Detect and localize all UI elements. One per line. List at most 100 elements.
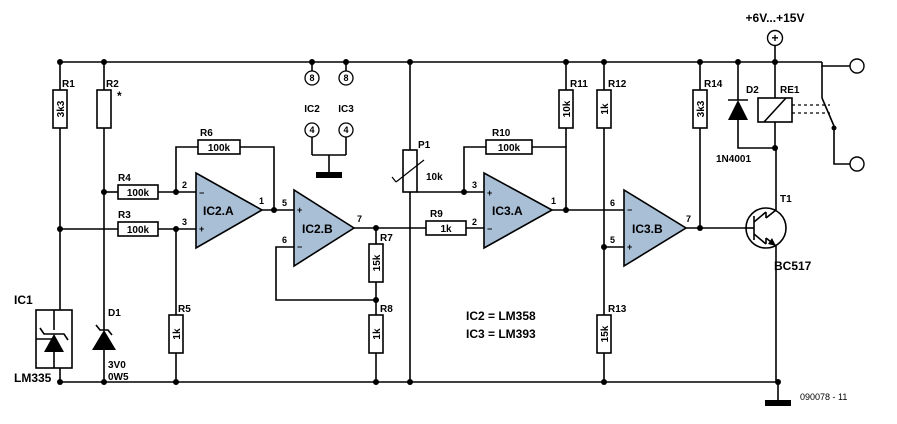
r5-label: R5	[178, 304, 191, 315]
ic2a-pin-noninv: 3	[182, 217, 187, 227]
ic2-gnd-pin: 4	[309, 125, 314, 135]
r6-feedback: 100k R6	[175, 128, 275, 210]
r2-branch: R2 *	[96, 62, 122, 382]
r3-value: 100k	[127, 225, 150, 236]
r12-value: 1k	[600, 103, 611, 115]
r7-value: 15k	[372, 254, 383, 271]
r11-label: R11	[570, 79, 588, 90]
ic1-part: LM335	[14, 371, 52, 385]
note-ic2: IC2 = LM358	[466, 309, 536, 323]
d2-part: 1N4001	[716, 154, 751, 165]
ic2b-pin-noninv: 5	[282, 198, 287, 208]
d2-diode: D2 1N4001	[716, 62, 775, 165]
ic3a-pin-out: 1	[551, 196, 556, 206]
ic3a-pin-inv: 2	[472, 217, 477, 227]
ic3-power-label: IC3	[338, 104, 354, 115]
r10-value: 100k	[498, 143, 521, 154]
ic3b-opamp: IC3.B − + 6 5 7	[610, 188, 744, 268]
ic3b-pin-inv: 6	[610, 198, 615, 208]
r2-label: R2	[106, 79, 119, 90]
ic3a-opamp: IC3.A + − 3 2 1	[460, 171, 624, 250]
r11-pullup: 10k R11	[558, 62, 588, 147]
r14-label: R14	[704, 79, 723, 90]
r6-value: 100k	[208, 143, 231, 154]
r10-label: R10	[492, 128, 511, 139]
ic3a-label: IC3.A	[492, 204, 523, 218]
r14-pullup: 3k3 R14	[692, 62, 723, 228]
r8-label: R8	[380, 304, 393, 315]
supply-terminal: + +6V...+15V	[746, 11, 805, 62]
d2-label: D2	[746, 85, 759, 96]
ic2a-plus: +	[199, 224, 204, 234]
ic3b-pin-out: 7	[686, 214, 691, 224]
ic3a-plus: +	[487, 188, 492, 198]
ground-symbol-ic	[316, 172, 342, 178]
r3-branch: 100k R3	[60, 210, 196, 237]
ic2b-pin-inv: 6	[282, 235, 287, 245]
r12-r13-divider: 1k R12 15k R13	[596, 62, 627, 382]
d1-value2: 0W5	[108, 372, 129, 383]
r13-value: 15k	[600, 325, 611, 342]
ic3a-pin-noninv: 3	[472, 180, 477, 190]
ic3b-pin-noninv: 5	[610, 235, 615, 245]
ic3b-label: IC3.B	[632, 222, 663, 236]
t1-label: T1	[780, 194, 792, 205]
ic3b-plus: +	[627, 242, 632, 252]
ic2a-opamp: IC2.A − + 2 3 1	[182, 171, 294, 250]
ic3b-minus: −	[627, 205, 632, 215]
r8-value: 1k	[372, 328, 383, 340]
r13-label: R13	[608, 304, 627, 315]
ic2a-minus: −	[199, 188, 204, 198]
ic2a-label: IC2.A	[203, 204, 234, 218]
r1-label: R1	[62, 79, 75, 90]
figure-code: 090078 - 11	[800, 392, 847, 402]
re1-label: RE1	[780, 85, 800, 96]
ic1-label: IC1	[14, 293, 33, 307]
ic1-zener-sensor: IC1 LM335	[14, 293, 73, 385]
r9-value: 1k	[440, 224, 452, 235]
r14-value: 3k3	[696, 100, 707, 117]
ic2-power-label: IC2	[304, 104, 320, 115]
r2-resistor	[96, 89, 112, 129]
r5-value: 1k	[172, 328, 183, 340]
junction-dots	[57, 59, 781, 385]
relay-terminal-top	[849, 58, 865, 74]
relay-terminal-bottom	[849, 156, 865, 172]
p1-value: 10k	[426, 172, 443, 183]
r4-label: R4	[118, 173, 131, 184]
ic2b-plus: +	[297, 205, 302, 215]
ic-notes: IC2 = LM358 IC3 = LM393	[466, 309, 536, 341]
ic2b-pin-out: 7	[357, 214, 362, 224]
p1-label: P1	[418, 140, 431, 151]
r11-value: 10k	[562, 100, 573, 117]
ic2a-pin-inv: 2	[182, 180, 187, 190]
supply-voltage-label: +6V...+15V	[746, 11, 805, 25]
p1-potentiometer: P1 10k	[391, 62, 460, 382]
t1-part: BC517	[774, 259, 812, 273]
r1-value: 3k3	[56, 100, 67, 117]
r4-value: 100k	[127, 188, 150, 199]
re1-relay: RE1	[757, 62, 830, 148]
ic2a-pin-out: 1	[259, 196, 264, 206]
ground-symbol-main	[765, 382, 791, 406]
ic2-vcc-pin: 8	[309, 73, 314, 83]
ic2b-label: IC2.B	[302, 222, 333, 236]
note-ic3: IC3 = LM393	[466, 327, 536, 341]
ic-power-pins: 8 IC2 4 8 IC3 4	[304, 62, 354, 178]
r7-r8-divider: 15k R7 1k R8	[368, 228, 393, 382]
r3-label: R3	[118, 210, 131, 221]
ic2b-minus: −	[297, 242, 302, 252]
d1-zener: D1 3V0 0W5	[92, 308, 129, 383]
t1-transistor: T1 BC517	[744, 148, 812, 382]
ic3-gnd-pin: 4	[343, 125, 348, 135]
r9-branch: 1k R9	[425, 209, 484, 236]
r2-marker: *	[117, 89, 122, 103]
d1-label: D1	[108, 308, 121, 319]
ic2b-opamp: IC2.B + − 5 6 7	[275, 188, 426, 301]
r6-label: R6	[200, 128, 213, 139]
r12-label: R12	[608, 79, 627, 90]
ic3-vcc-pin: 8	[343, 73, 348, 83]
supply-plus-symbol: +	[771, 31, 778, 45]
d1-value1: 3V0	[108, 360, 126, 371]
